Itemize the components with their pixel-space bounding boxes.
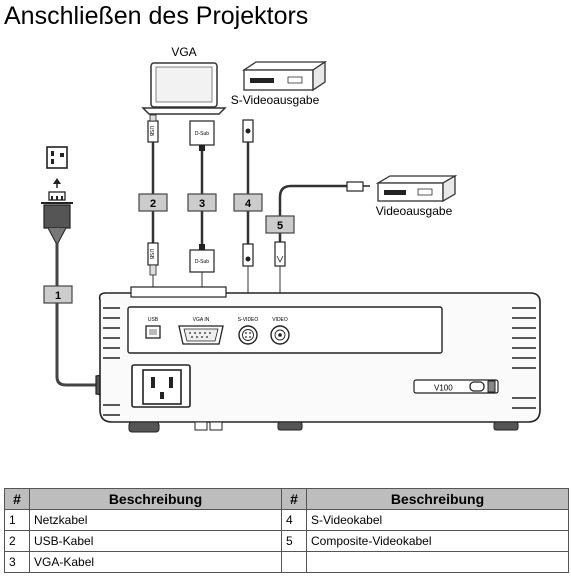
page-title: Anschließen des Projektors bbox=[4, 2, 309, 30]
svg-text:3: 3 bbox=[199, 198, 205, 210]
legend-header-desc-1: Beschreibung bbox=[29, 488, 282, 510]
legend-cell: 5 bbox=[281, 530, 307, 552]
cable-legend-table: # Beschreibung # Beschreibung 1 Netzkabe… bbox=[4, 488, 569, 573]
svg-text:D-Sub: D-Sub bbox=[195, 259, 209, 265]
legend-header-desc-2: Beschreibung bbox=[306, 488, 569, 510]
cable-badge-1: 1 bbox=[43, 285, 73, 304]
cable-badge-3: 3 bbox=[187, 193, 217, 212]
projector-illustration: V100 bbox=[98, 286, 541, 433]
composite-video-cable bbox=[274, 181, 370, 305]
svg-text:4: 4 bbox=[245, 198, 252, 210]
svg-text:D-Sub: D-Sub bbox=[195, 131, 209, 137]
svg-text:USB: USB bbox=[148, 126, 154, 137]
svideo-cable bbox=[242, 119, 254, 305]
legend-cell: Composite-Videokabel bbox=[306, 530, 569, 552]
svideo-port: S-VIDEO bbox=[238, 317, 259, 345]
legend-cell: S-Videokabel bbox=[306, 509, 569, 531]
legend-cell: Netzkabel bbox=[29, 509, 282, 531]
legend-cell bbox=[281, 551, 307, 573]
table-row: 1 Netzkabel 4 S-Videokabel bbox=[4, 509, 569, 531]
cable-badge-5: 5 bbox=[265, 215, 295, 234]
table-row: 2 USB-Kabel 5 Composite-Videokabel bbox=[4, 530, 569, 552]
projector-connection-diagram: VGA S-Videoausgabe Videoausgabe bbox=[41, 45, 541, 433]
vga-source-label: VGA bbox=[171, 45, 196, 59]
svideo-player-icon bbox=[241, 60, 328, 92]
legend-cell: 2 bbox=[4, 530, 30, 552]
vga-cable: D-Sub D-Sub bbox=[189, 120, 215, 305]
model-label: V100 bbox=[434, 384, 453, 393]
svg-text:VGA IN: VGA IN bbox=[193, 317, 210, 323]
svg-text:VIDEO: VIDEO bbox=[272, 317, 288, 323]
svideo-source-label: S-Videoausgabe bbox=[231, 93, 320, 107]
legend-cell: 3 bbox=[4, 551, 30, 573]
vga-in-port: VGA IN bbox=[178, 317, 224, 345]
table-row: 3 VGA-Kabel bbox=[4, 551, 569, 573]
svg-text:5: 5 bbox=[277, 220, 283, 232]
legend-cell bbox=[306, 551, 569, 573]
legend-cell: 4 bbox=[281, 509, 307, 531]
legend-header-row: # Beschreibung # Beschreibung bbox=[4, 488, 569, 510]
legend-header-num-1: # bbox=[4, 488, 30, 510]
legend-cell: VGA-Kabel bbox=[29, 551, 282, 573]
cable-badge-4: 4 bbox=[233, 193, 263, 212]
video-port: VIDEO bbox=[270, 317, 290, 345]
laptop-icon bbox=[141, 62, 227, 115]
legend-cell: 1 bbox=[4, 509, 30, 531]
usb-port: USB bbox=[145, 317, 161, 339]
svg-text:S-VIDEO: S-VIDEO bbox=[238, 317, 259, 323]
video-player-icon bbox=[375, 174, 458, 203]
video-source-label: Videoausgabe bbox=[376, 204, 453, 218]
legend-header-num-2: # bbox=[281, 488, 307, 510]
svg-text:2: 2 bbox=[150, 198, 156, 210]
svg-text:USB: USB bbox=[148, 249, 154, 260]
svg-text:USB: USB bbox=[148, 317, 159, 323]
svg-text:1: 1 bbox=[55, 290, 61, 302]
cable-badge-2: 2 bbox=[138, 193, 168, 212]
legend-cell: USB-Kabel bbox=[29, 530, 282, 552]
power-outlet-icon bbox=[46, 146, 68, 188]
usb-cable: USB USB bbox=[147, 114, 159, 305]
